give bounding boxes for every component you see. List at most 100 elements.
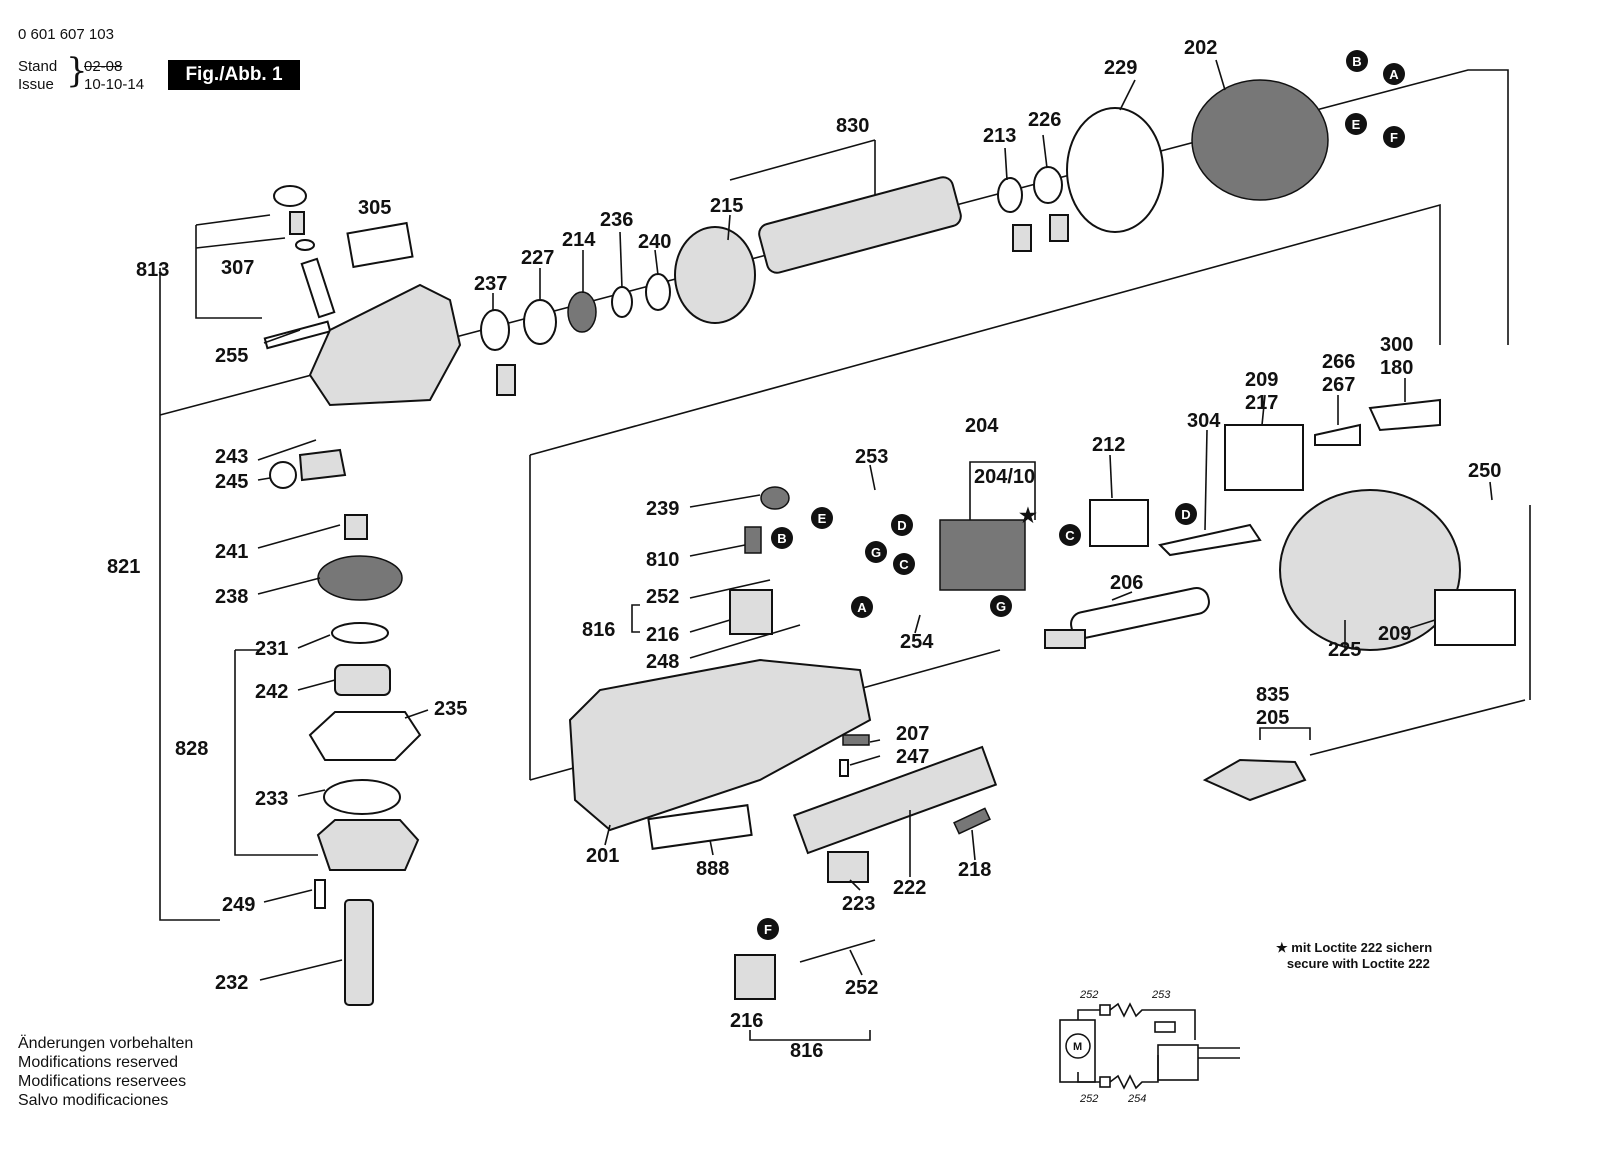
part-stator-202 (1191, 79, 1329, 201)
svg-text:F: F (764, 922, 772, 937)
bracket-816b (749, 1030, 871, 1041)
label-204-10: 204/10 (974, 466, 1035, 488)
schematic-label-253: 253 (1151, 989, 1171, 1001)
part-brush-holder (1012, 224, 1032, 252)
part-label-209 (1224, 424, 1304, 491)
label-238: 238 (215, 586, 248, 608)
connector-f-bottom: F (757, 918, 779, 940)
part-ring-240 (645, 273, 671, 311)
label-830: 830 (836, 115, 869, 137)
label-810: 810 (646, 549, 679, 571)
leader (195, 237, 286, 249)
part-ring-233 (323, 779, 401, 815)
part-label-304 (1158, 523, 1262, 557)
label-835: 835 (1256, 684, 1289, 706)
connector-e-mid: E (811, 507, 833, 529)
label-816b: 816 (790, 1040, 823, 1062)
part-spring-218 (953, 807, 991, 835)
connector-c-right: C (1059, 524, 1081, 546)
part-housing-225 (1279, 489, 1461, 651)
part-switch-lever-222 (792, 745, 998, 855)
label-821: 821 (107, 556, 140, 578)
resistor-top (1109, 1002, 1196, 1040)
part-bearing-213 (997, 177, 1023, 213)
label-215: 215 (710, 195, 743, 217)
label-242: 242 (255, 681, 288, 703)
connector-g-right: G (990, 595, 1012, 617)
label-243: 243 (215, 446, 248, 468)
label-223: 223 (842, 893, 875, 915)
connector-b-top: B (1346, 50, 1368, 72)
connector-markers: B A E F E B D G C C D A G F (757, 50, 1405, 940)
label-255: 255 (215, 345, 248, 367)
schematic-label-252-bottom: 252 (1079, 1093, 1098, 1105)
note-en: Modifications reserved (18, 1054, 179, 1071)
connector-d-right: D (1175, 503, 1197, 525)
loctite-line-2: secure with Loctite 222 (1286, 956, 1430, 971)
part-suppressor-810 (744, 526, 762, 554)
connector-c-mid: C (893, 553, 915, 575)
label-813: 813 (136, 259, 169, 281)
part-screw-249 (314, 879, 326, 909)
label-209a: 209 (1245, 369, 1278, 391)
bracket-828 (234, 650, 318, 856)
label-206: 206 (1110, 572, 1143, 594)
label-248: 248 (646, 651, 679, 673)
part-armature-830 (758, 176, 962, 274)
part-bearing-shield-229 (1066, 107, 1164, 233)
part-label-266 (1314, 423, 1361, 446)
label-250: 250 (1468, 460, 1501, 482)
part-bearing-214 (567, 291, 597, 333)
label-300: 300 (1380, 334, 1413, 356)
connector-e-top: E (1345, 113, 1367, 135)
label-229: 229 (1104, 57, 1137, 79)
label-249: 249 (222, 894, 255, 916)
note-de: Änderungen vorbehalten (18, 1035, 194, 1052)
svg-text:G: G (871, 545, 881, 560)
label-235: 235 (434, 698, 467, 720)
label-240: 240 (638, 231, 671, 253)
part-electronics-204 (939, 519, 1026, 591)
label-267: 267 (1322, 374, 1355, 396)
svg-text:D: D (897, 518, 906, 533)
label-204: 204 (965, 415, 999, 437)
document-number: 0 601 607 103 (18, 26, 114, 43)
part-screw-255 (263, 320, 332, 350)
circuit-schematic: M 252 253 252 254 (1059, 989, 1240, 1105)
label-252b: 252 (845, 977, 878, 999)
part-spring (289, 211, 305, 235)
connector-a-top: A (1383, 63, 1405, 85)
svg-text:B: B (1352, 54, 1361, 69)
connector-b-mid: B (771, 527, 793, 549)
figure-label: Fig./Abb. 1 (168, 60, 300, 90)
label-218: 218 (958, 859, 991, 881)
label-214: 214 (562, 229, 596, 251)
bracket-204 (969, 461, 1036, 520)
resistor-bottom (1109, 1055, 1159, 1090)
lower-frame-top (529, 203, 1441, 456)
part-label-300 (1368, 398, 1441, 432)
leader-lines (257, 59, 1493, 981)
bracket-835 (1259, 727, 1311, 740)
label-241: 241 (215, 541, 248, 563)
motor-label: M (1073, 1041, 1082, 1053)
note-fr: Modifications reservees (18, 1073, 187, 1090)
svg-text:F: F (1390, 130, 1398, 145)
issue-label: Issue (18, 76, 54, 93)
label-201: 201 (586, 845, 619, 867)
part-nut-245 (269, 461, 297, 489)
label-304: 304 (1187, 410, 1221, 432)
loctite-note: ★ mit Loctite 222 sichern secure with Lo… (1276, 940, 1432, 972)
part-motor-housing-201 (568, 658, 872, 832)
part-switch-239 (760, 486, 790, 510)
label-213: 213 (983, 125, 1016, 147)
part-ring-226 (1033, 166, 1063, 204)
part-spindle-232 (344, 899, 374, 1006)
part-bearing-242 (334, 664, 391, 696)
part-sleeve-227 (523, 299, 557, 345)
old-issue-date: 02-08 (84, 58, 123, 75)
label-180: 180 (1380, 357, 1413, 379)
part-switch-216b (734, 954, 776, 1000)
label-236: 236 (600, 209, 633, 231)
